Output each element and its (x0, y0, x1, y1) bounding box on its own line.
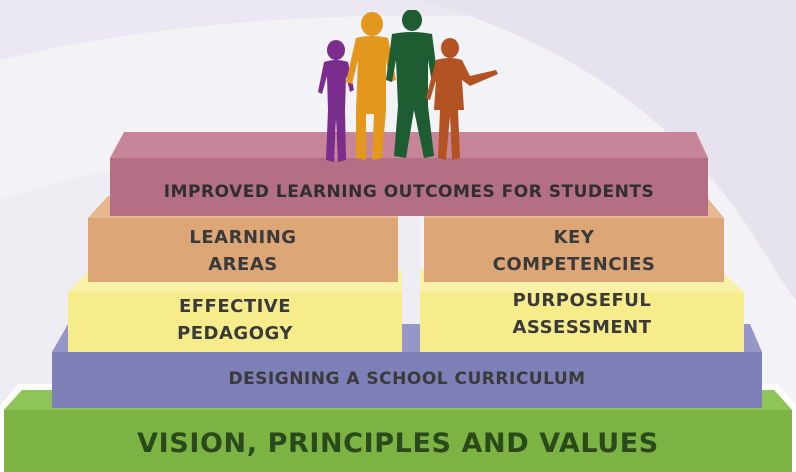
pedagogy-label: EFFECTIVE PEDAGOGY (177, 296, 293, 344)
foundation-label: VISION, PRINCIPLES AND VALUES (137, 427, 659, 459)
competencies-label: KEY COMPETENCIES (492, 227, 656, 275)
teen-figure (346, 12, 396, 160)
designing-front (52, 352, 762, 408)
learning-areas-front (88, 218, 398, 282)
child-figure (318, 40, 354, 162)
tier-assessment: PURPOSEFUL ASSESSMENT (420, 266, 746, 354)
assessment-label: PURPOSEFUL ASSESSMENT (512, 290, 652, 338)
outcomes-top (110, 132, 708, 158)
adult-figure (386, 10, 438, 158)
designing-label: DESIGNING A SCHOOL CURRICULUM (228, 368, 586, 389)
tier-outcomes: IMPROVED LEARNING OUTCOMES FOR STUDENTS (110, 132, 710, 218)
learning-areas-label: LEARNING AREAS (189, 227, 297, 275)
outcomes-front (110, 158, 708, 216)
foundation-fill (4, 390, 792, 472)
competencies-front (424, 218, 724, 282)
outcomes-label: IMPROVED LEARNING OUTCOMES FOR STUDENTS (163, 181, 655, 202)
pedagogy-front (68, 292, 402, 352)
assessment-front (420, 292, 744, 352)
presenter-figure (426, 38, 498, 160)
people-silhouettes (318, 10, 498, 162)
